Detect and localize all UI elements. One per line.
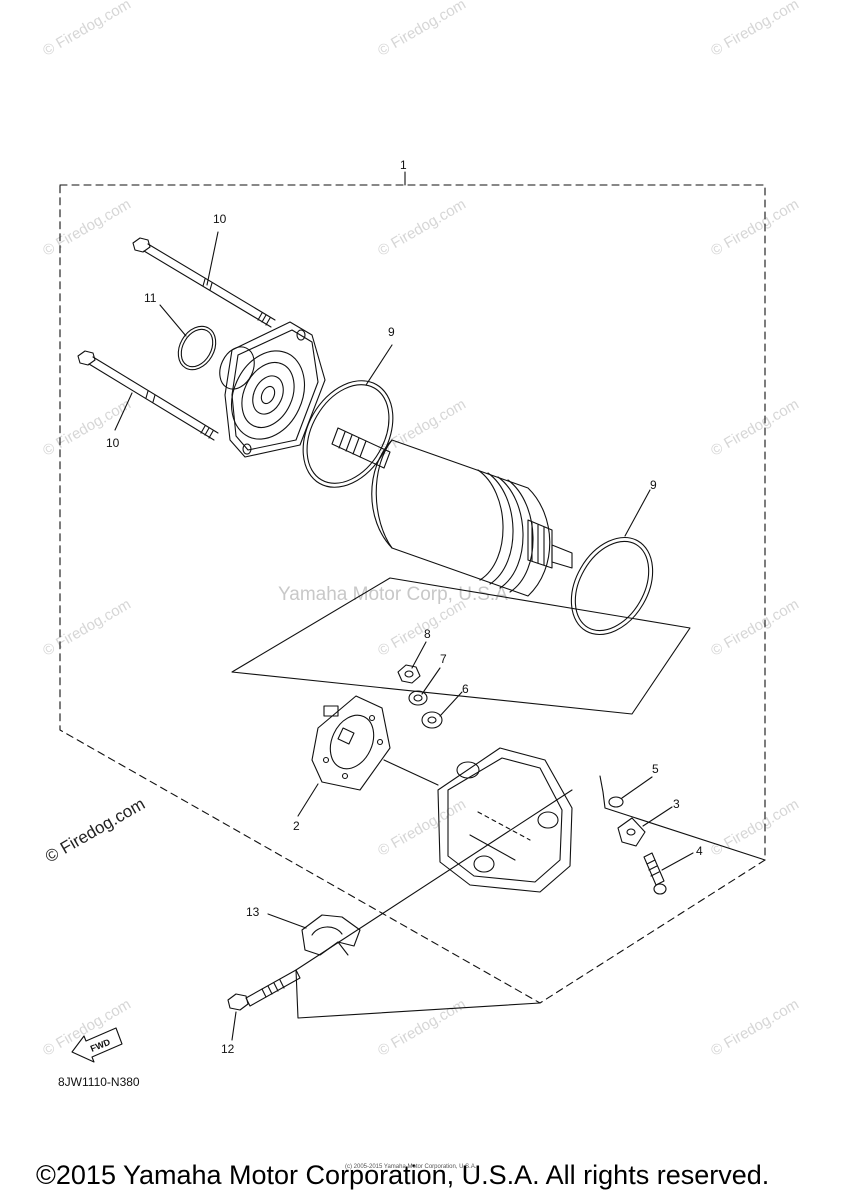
callout-2: 2 xyxy=(293,819,300,833)
diagram-code: 8JW1110-N380 xyxy=(58,1075,140,1089)
callout-5: 5 xyxy=(652,762,659,776)
o-ring-part-5 xyxy=(608,796,624,808)
washer-part-6 xyxy=(421,711,443,729)
clip-nut-part-3 xyxy=(617,817,646,847)
long-bolt-top xyxy=(132,237,276,328)
end-gear xyxy=(527,519,573,569)
callout-7: 7 xyxy=(440,652,447,666)
motor-yoke xyxy=(371,439,551,597)
callout-9-front: 9 xyxy=(388,325,395,339)
rear-housing xyxy=(437,747,573,893)
callout-11: 11 xyxy=(144,291,157,305)
callout-1: 1 xyxy=(400,158,407,172)
callout-4: 4 xyxy=(696,844,703,858)
fwd-label: FWD xyxy=(89,1037,112,1054)
armature-shaft xyxy=(331,427,391,469)
small-o-ring xyxy=(177,325,217,371)
callout-3: 3 xyxy=(673,797,680,811)
large-o-ring-rear xyxy=(570,536,654,636)
screw-part-4 xyxy=(643,852,667,895)
nut-part-8 xyxy=(397,664,421,684)
callout-12: 12 xyxy=(221,1042,235,1056)
brush-holder-plate xyxy=(311,695,391,791)
brush-frame xyxy=(231,577,691,715)
clamp-part-13 xyxy=(301,914,361,956)
bolt-part-12 xyxy=(227,969,301,1011)
callout-13: 13 xyxy=(246,905,260,919)
washer-part-7 xyxy=(408,690,428,706)
front-cover xyxy=(219,321,326,458)
callout-6: 6 xyxy=(462,682,469,696)
callout-9-rear: 9 xyxy=(650,478,657,492)
long-bolt-lower xyxy=(77,350,219,441)
callout-10-top: 10 xyxy=(213,212,227,226)
large-o-ring-front xyxy=(302,380,394,488)
tiny-copyright: (c) 2005-2015 Yamaha Motor Corporation, … xyxy=(345,1164,477,1170)
callout-8: 8 xyxy=(424,627,431,641)
callout-10-lower: 10 xyxy=(106,436,120,450)
footer-copyright: ©2015 Yamaha Motor Corporation, U.S.A. A… xyxy=(36,1160,770,1190)
assembly-boundary xyxy=(59,184,766,1004)
center-watermark: Yamaha Motor Corp, U.S.A xyxy=(278,584,508,605)
fwd-arrow-icon xyxy=(71,1027,123,1063)
